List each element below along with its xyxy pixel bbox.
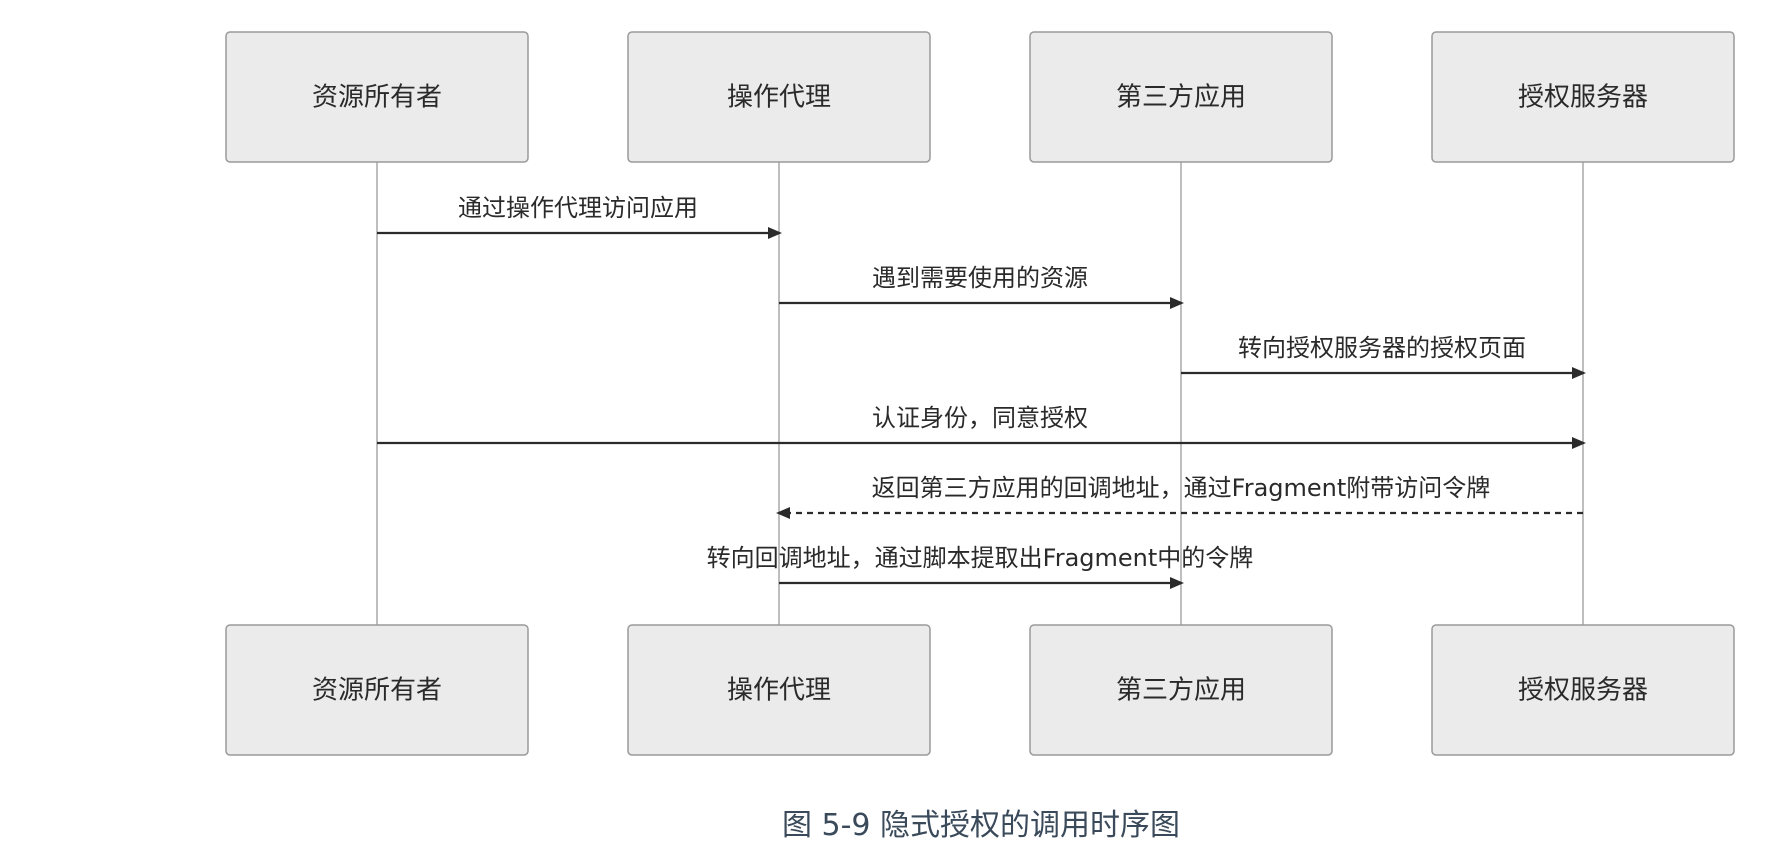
message-arrowhead [1170,577,1184,589]
actor-label: 资源所有者 [312,83,442,113]
actor-box-rect [627,624,931,756]
actor-box-owner-bottom: 资源所有者 [225,624,529,756]
message-3: 转向授权服务器的授权页面 [1181,334,1586,379]
message-label: 遇到需要使用的资源 [872,264,1088,292]
actor-label: 资源所有者 [312,676,442,706]
actor-box-rect [1431,624,1735,756]
message-arrowhead [1572,367,1586,379]
message-4: 认证身份，同意授权 [377,404,1586,449]
messages: 通过操作代理访问应用遇到需要使用的资源转向授权服务器的授权页面认证身份，同意授权… [377,194,1586,589]
actor-box-agent-bottom: 操作代理 [627,624,931,756]
message-arrowhead [776,507,790,519]
message-label: 转向回调地址，通过脚本提取出Fragment中的令牌 [707,544,1254,572]
message-arrowhead [1170,297,1184,309]
actor-label: 授权服务器 [1518,83,1648,113]
message-label: 通过操作代理访问应用 [458,194,698,222]
message-label: 转向授权服务器的授权页面 [1238,334,1526,362]
actor-box-agent-top: 操作代理 [627,31,931,163]
message-2: 遇到需要使用的资源 [779,264,1184,309]
figure-caption: 图 5-9 隐式授权的调用时序图 [781,808,1181,843]
actor-box-owner-top: 资源所有者 [225,31,529,163]
actor-label: 操作代理 [727,83,831,113]
actor-box-rect [1431,31,1735,163]
actor-box-app-top: 第三方应用 [1029,31,1333,163]
message-5: 返回第三方应用的回调地址，通过Fragment附带访问令牌 [776,474,1583,519]
message-arrowhead [768,227,782,239]
message-label: 返回第三方应用的回调地址，通过Fragment附带访问令牌 [872,474,1491,502]
actor-box-rect [225,31,529,163]
message-label: 认证身份，同意授权 [872,404,1088,432]
actor-label: 操作代理 [727,676,831,706]
actor-box-auth-bottom: 授权服务器 [1431,624,1735,756]
actor-box-auth-top: 授权服务器 [1431,31,1735,163]
actor-box-rect [1029,31,1333,163]
actor-box-rect [225,624,529,756]
actor-box-rect [1029,624,1333,756]
message-arrowhead [1572,437,1586,449]
actor-box-rect [627,31,931,163]
actor-label: 授权服务器 [1518,676,1648,706]
actor-box-app-bottom: 第三方应用 [1029,624,1333,756]
message-6: 转向回调地址，通过脚本提取出Fragment中的令牌 [707,544,1254,589]
lifelines [376,162,1584,625]
actor-label: 第三方应用 [1116,676,1246,706]
message-1: 通过操作代理访问应用 [377,194,782,239]
actor-label: 第三方应用 [1116,83,1246,113]
